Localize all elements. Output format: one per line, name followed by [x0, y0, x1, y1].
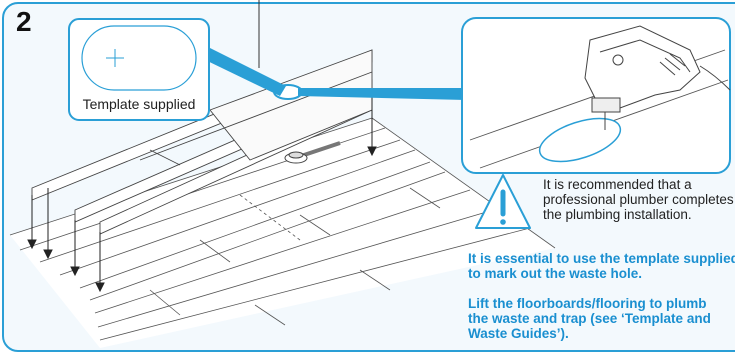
warning-line: professional plumber completes [543, 192, 734, 207]
warning-note: It is recommended that a professional pl… [543, 177, 734, 222]
step-number: 2 [16, 6, 32, 38]
warning-line: the plumbing installation. [543, 207, 734, 222]
instruction-line: Lift the floorboards/flooring to plumb [468, 296, 711, 311]
essential-instruction: It is essential to use the template supp… [468, 251, 735, 281]
warning-line: It is recommended that a [543, 177, 734, 192]
lift-instruction: Lift the floorboards/flooring to plumb t… [468, 296, 711, 341]
template-label: Template supplied [69, 96, 209, 112]
instruction-line: It is essential to use the template supp… [468, 251, 735, 266]
jigsaw-callout [462, 18, 730, 173]
instruction-line: Waste Guides’). [468, 326, 711, 341]
instruction-line: to mark out the waste hole. [468, 266, 735, 281]
instruction-line: the waste and trap (see ‘Template and [468, 311, 711, 326]
